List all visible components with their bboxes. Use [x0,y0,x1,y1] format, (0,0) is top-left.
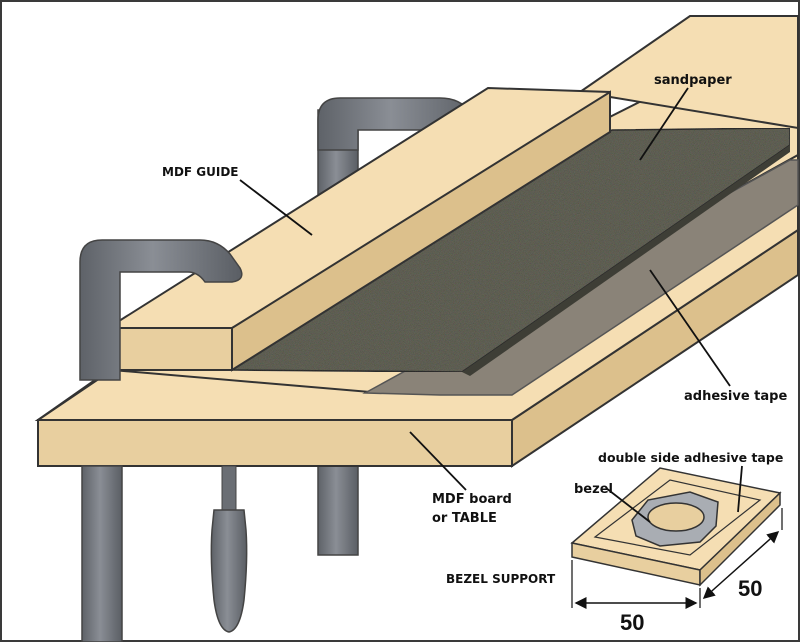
label-mdf-board: MDF board [432,492,512,507]
label-adhesive-tape: adhesive tape [684,389,787,404]
dimension-width: 50 [620,610,644,635]
dimension-depth: 50 [738,576,762,601]
label-sandpaper: sandpaper [654,73,732,88]
label-mdf-guide: MDF GUIDE [162,165,239,179]
double-side-tape-outline [593,479,762,556]
front-clamp [79,239,248,642]
label-double-side-tape: double side adhesive tape [598,450,783,465]
label-bezel-support: BEZEL SUPPORT [446,572,556,586]
leader-lines [239,87,743,523]
label-mdf-table: or TABLE [432,511,497,526]
dimension-lines [571,508,783,609]
label-bezel: bezel [574,482,613,497]
